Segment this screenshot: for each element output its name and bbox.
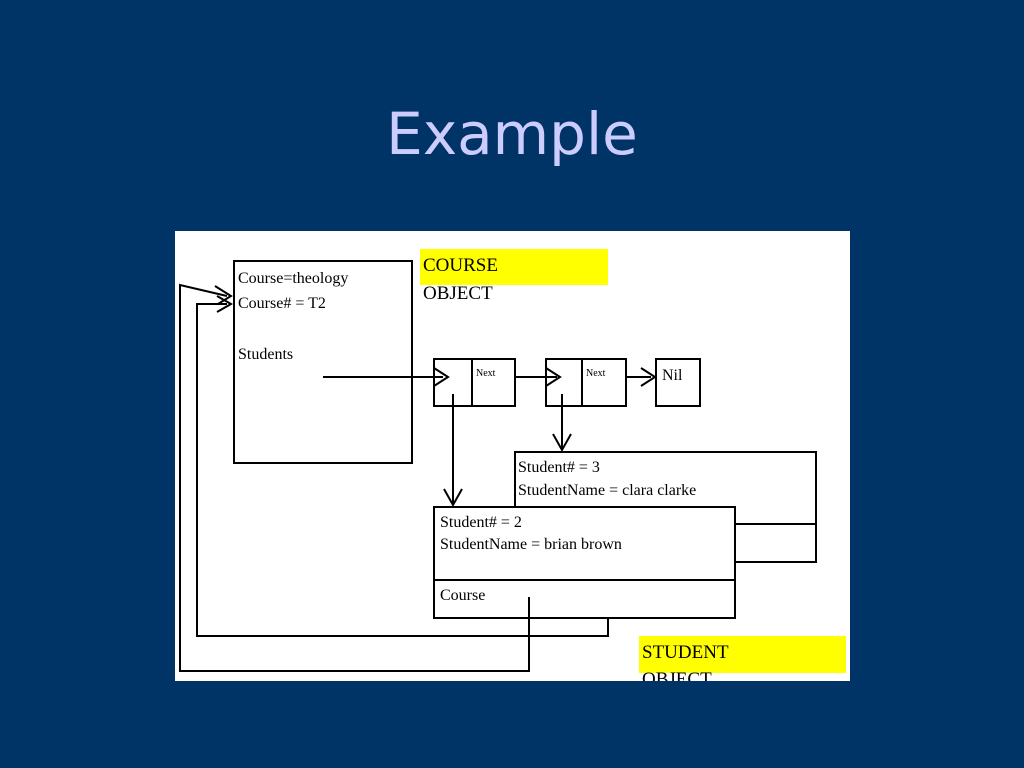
course-number-text: Course# = T2: [238, 295, 326, 312]
student-object-highlight: [639, 636, 846, 673]
student3-name-text: StudentName = clara clarke: [518, 482, 697, 499]
course-object-label-line2: OBJECT: [423, 283, 493, 304]
course-object-box: [233, 260, 413, 464]
student-object-front: [433, 506, 736, 619]
students-field-text: Students: [238, 346, 294, 363]
next-pointer-label-1: Next: [476, 368, 496, 379]
student3-number-text: Student# = 3: [518, 459, 600, 476]
list-node-1: [433, 358, 516, 407]
student2-name-text: StudentName = brian brown: [440, 536, 622, 553]
object-diagram: Course=theology Course# = T2 Students CO…: [175, 231, 850, 681]
course-name-text: Course=theology: [238, 270, 349, 287]
student-object-label-line1: STUDENT: [642, 642, 729, 663]
course-object-highlight: [420, 249, 608, 285]
diagram-lines: [179, 260, 817, 672]
nil-node: [655, 358, 701, 407]
nil-label: Nil: [662, 367, 683, 384]
student-object-label-line2: OBJECT: [642, 669, 712, 681]
list-node-2: [545, 358, 627, 407]
slide-title: Example: [386, 100, 638, 168]
next-pointer-label-2: Next: [586, 368, 606, 379]
student2-course-field-text: Course: [440, 587, 486, 604]
course-object-label-line1: COURSE: [423, 255, 498, 276]
student2-number-text: Student# = 2: [440, 514, 522, 531]
